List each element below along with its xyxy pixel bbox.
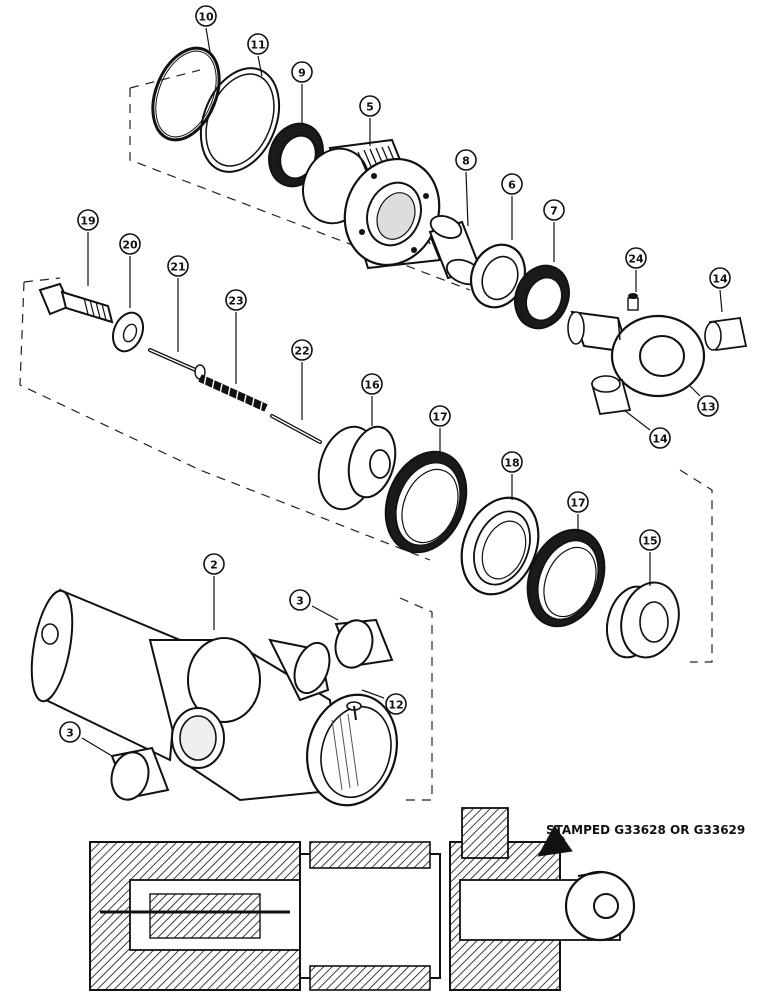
- group-outline-barrel: [399, 597, 433, 801]
- svg-text:13: 13: [700, 401, 715, 414]
- snap-ring-part-10: [151, 46, 221, 142]
- svg-text:6: 6: [508, 179, 516, 192]
- callout-24: 24: [625, 247, 647, 269]
- callout-16: 16: [361, 373, 383, 395]
- svg-text:5: 5: [366, 101, 374, 114]
- seal-part-7: [514, 264, 570, 330]
- callout-18: 18: [501, 451, 523, 473]
- svg-text:14: 14: [712, 273, 728, 286]
- callout-12: 12: [385, 693, 407, 715]
- svg-text:8: 8: [462, 155, 470, 168]
- svg-text:12: 12: [388, 699, 403, 712]
- callout-7: 7: [543, 199, 565, 221]
- ring-part-18: [460, 496, 540, 596]
- callout-23: 23: [225, 289, 247, 311]
- svg-text:18: 18: [504, 457, 519, 470]
- bushing-part-14-upper: [704, 316, 748, 352]
- callout-11: 11: [247, 33, 269, 55]
- svg-text:10: 10: [198, 11, 214, 24]
- piston-part-16: [317, 425, 397, 511]
- washer-part-20: [112, 311, 144, 353]
- screw-part-12: [346, 701, 362, 721]
- rod-end-part-13: [567, 310, 706, 398]
- svg-text:16: 16: [364, 379, 380, 392]
- callout-13: 13: [697, 395, 719, 417]
- callout-2: 2: [203, 553, 225, 575]
- svg-text:2: 2: [210, 559, 218, 572]
- barrel-part-2: [30, 588, 399, 807]
- svg-text:7: 7: [550, 205, 558, 218]
- gland-part-5: [302, 138, 442, 270]
- group-outline-gland: [129, 69, 471, 291]
- callout-8: 8: [455, 149, 477, 171]
- svg-text:3: 3: [66, 727, 74, 740]
- callout-5: 5: [359, 95, 381, 117]
- svg-text:14: 14: [652, 433, 668, 446]
- bushing-part-14-lower: [590, 375, 632, 415]
- seal-part-17-upper: [384, 450, 468, 554]
- callout-15: 15: [639, 529, 661, 551]
- svg-text:15: 15: [642, 535, 657, 548]
- callout-3-lower: 3: [59, 721, 81, 743]
- ring-part-6: [469, 243, 527, 309]
- callout-17-upper: 17: [429, 405, 451, 427]
- svg-text:17: 17: [570, 497, 585, 510]
- bushing-part-3-upper: [334, 618, 394, 669]
- group-outline-piston: [19, 277, 713, 663]
- svg-text:23: 23: [228, 295, 243, 308]
- grease-fitting-part-24: [627, 293, 639, 311]
- piston-part-15: [606, 581, 680, 659]
- leader-lines: [81, 27, 723, 757]
- svg-text:3: 3: [296, 595, 304, 608]
- pin-part-21: [148, 348, 206, 380]
- svg-text:22: 22: [294, 345, 309, 358]
- callout-21: 21: [167, 255, 189, 277]
- callout-19: 19: [77, 209, 99, 231]
- stamp-note-label: STAMPED G33628 OR G33629: [546, 823, 745, 837]
- callout-3-upper: 3: [289, 589, 311, 611]
- callout-14-upper: 14: [709, 267, 731, 289]
- callout-17-lower: 17: [567, 491, 589, 513]
- svg-text:9: 9: [298, 67, 306, 80]
- spring-part-23: [198, 374, 268, 413]
- svg-text:17: 17: [432, 411, 447, 424]
- callout-10: 10: [195, 5, 217, 27]
- bolt-part-19: [38, 282, 114, 324]
- callout-20: 20: [119, 233, 141, 255]
- stamp-arrow: [537, 825, 573, 857]
- sectional-assembly-view: [89, 807, 636, 991]
- bushing-part-3-lower: [110, 746, 170, 801]
- svg-text:20: 20: [122, 239, 138, 252]
- callout-6: 6: [501, 173, 523, 195]
- svg-text:21: 21: [170, 261, 185, 274]
- rod-part-22: [270, 414, 322, 444]
- svg-text:24: 24: [628, 253, 644, 266]
- seal-part-17-lower: [526, 528, 606, 628]
- svg-text:19: 19: [80, 215, 95, 228]
- callout-14-lower: 14: [649, 427, 671, 449]
- svg-text:11: 11: [250, 39, 265, 52]
- callout-22: 22: [291, 339, 313, 361]
- callout-9: 9: [291, 61, 313, 83]
